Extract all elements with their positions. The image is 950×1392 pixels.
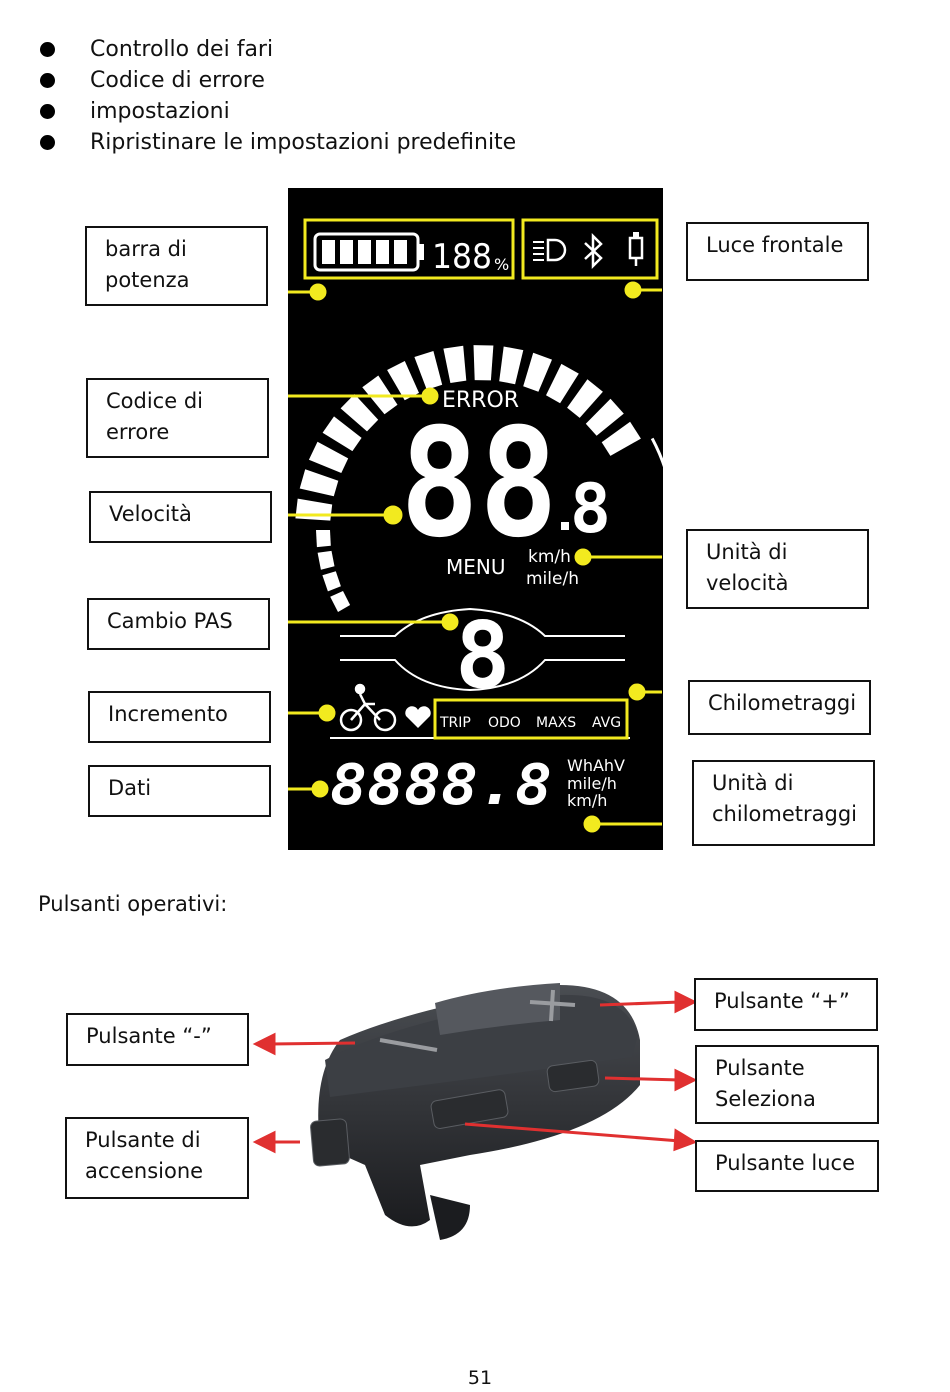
- list-item-text: impostazioni: [90, 99, 230, 124]
- mode-maxs: MAXS: [536, 715, 576, 731]
- speed-arc-segment: [546, 363, 579, 404]
- lcd-screen: [288, 188, 663, 850]
- list-item-text: Ripristinare le impostazioni predefinite: [90, 130, 517, 155]
- label-dati: Dati: [88, 765, 271, 817]
- list-item-text: Codice di errore: [90, 68, 265, 93]
- red-arrows: [252, 990, 698, 1154]
- headlight-icon: [533, 238, 567, 262]
- bullet-icon: [40, 42, 55, 57]
- menu-label: MENU: [446, 555, 506, 579]
- label-pulsante-seleziona: Pulsante Seleziona: [695, 1045, 879, 1124]
- mode-odo: ODO: [488, 715, 521, 731]
- speed-arc-segment: [387, 361, 419, 401]
- unit-mileh: mile/h: [526, 569, 579, 589]
- speed-arc-segment: [299, 469, 339, 497]
- speed-arc-outer: [650, 437, 677, 571]
- speed-arc-tick: [316, 530, 331, 548]
- list-item: Ripristinare le impostazioni predefinite: [38, 127, 516, 158]
- feature-list: Controllo dei fari Codice di errore impo…: [38, 34, 516, 158]
- label-luce-frontale: Luce frontale: [686, 222, 869, 281]
- label-barra-potenza: barra di potenza: [85, 226, 268, 306]
- label-unita-chilometraggi: Unità di chilometraggi: [692, 760, 875, 846]
- speed-arc-segment: [308, 441, 349, 473]
- label-pulsante-luce: Pulsante luce: [695, 1140, 879, 1192]
- modes-highlight-box: [433, 698, 629, 740]
- battery-highlight-box: [303, 218, 515, 280]
- label-codice-errore: Codice di errore: [86, 378, 269, 458]
- label-pulsante-plus: Pulsante “+”: [694, 978, 878, 1031]
- data-unit-kmh: km/h: [567, 791, 607, 810]
- speed-arc-segment: [499, 346, 524, 385]
- usb-charge-icon: [628, 232, 644, 266]
- leader-lines: [288, 281, 662, 833]
- page-number: 51: [467, 1367, 493, 1389]
- data-value: 8888.8: [330, 753, 552, 818]
- speed-arc-segment: [322, 416, 362, 452]
- label-pulsante-minus: Pulsante “-”: [66, 1013, 249, 1066]
- speed-arc-segment: [585, 398, 624, 436]
- label-chilometraggi: Chilometraggi: [688, 680, 871, 735]
- bluetooth-icon: [584, 232, 603, 270]
- bullet-icon: [40, 73, 55, 88]
- decimal-point: [561, 522, 569, 530]
- lcd-display-diagram: 188 % ERROR 88 8 MENU km/h mile/h 8: [288, 188, 677, 850]
- percent-sign: %: [494, 255, 509, 274]
- label-velocita: Velocità: [89, 491, 272, 543]
- icons-highlight-box: [521, 218, 659, 280]
- speed-arc-tick: [317, 550, 335, 570]
- bike-icon: [339, 683, 397, 732]
- speed-arc-segment: [523, 352, 552, 392]
- speed-arc: [295, 345, 677, 612]
- speed-arc-segment: [601, 421, 641, 456]
- speed-arc-segment: [443, 345, 467, 383]
- speed-arc-segment: [567, 379, 603, 418]
- speed-arc-tick: [322, 571, 341, 592]
- remote-body: [310, 983, 640, 1240]
- pas-frame: [340, 607, 625, 692]
- data-unit-mileh: mile/h: [567, 774, 617, 793]
- data-unit-whahv: WhAhV: [567, 756, 625, 775]
- pas-level: 8: [455, 602, 510, 709]
- list-item: Controllo dei fari: [38, 34, 516, 65]
- section-title: Pulsanti operativi:: [38, 892, 228, 916]
- speed-decimal: 8: [570, 470, 611, 549]
- list-item: Codice di errore: [38, 65, 516, 96]
- unit-kmh: km/h: [528, 547, 571, 567]
- heart-icon: [405, 706, 431, 728]
- control-pad-diagram: [252, 983, 698, 1240]
- speed-arc-segment: [414, 351, 443, 390]
- speed-value: 88: [400, 397, 558, 571]
- mode-trip: TRIP: [439, 715, 471, 731]
- label-cambio-pas: Cambio PAS: [87, 598, 270, 650]
- bullet-icon: [40, 135, 55, 150]
- battery-icon: [313, 232, 424, 272]
- speed-arc-segment: [340, 394, 379, 432]
- list-item-text: Controllo dei fari: [90, 37, 274, 62]
- label-unita-velocita: Unità di velocità: [686, 529, 869, 609]
- list-item: impostazioni: [38, 96, 516, 127]
- bullet-icon: [40, 104, 55, 119]
- label-pulsante-accensione: Pulsante di accensione: [65, 1117, 249, 1199]
- speed-arc-segment: [473, 345, 494, 381]
- speed-arc-tick: [330, 591, 351, 612]
- error-indicator: ERROR: [442, 388, 519, 413]
- mode-avg: AVG: [592, 715, 621, 731]
- battery-percent-value: 188: [432, 237, 492, 277]
- label-incremento: Incremento: [88, 691, 271, 743]
